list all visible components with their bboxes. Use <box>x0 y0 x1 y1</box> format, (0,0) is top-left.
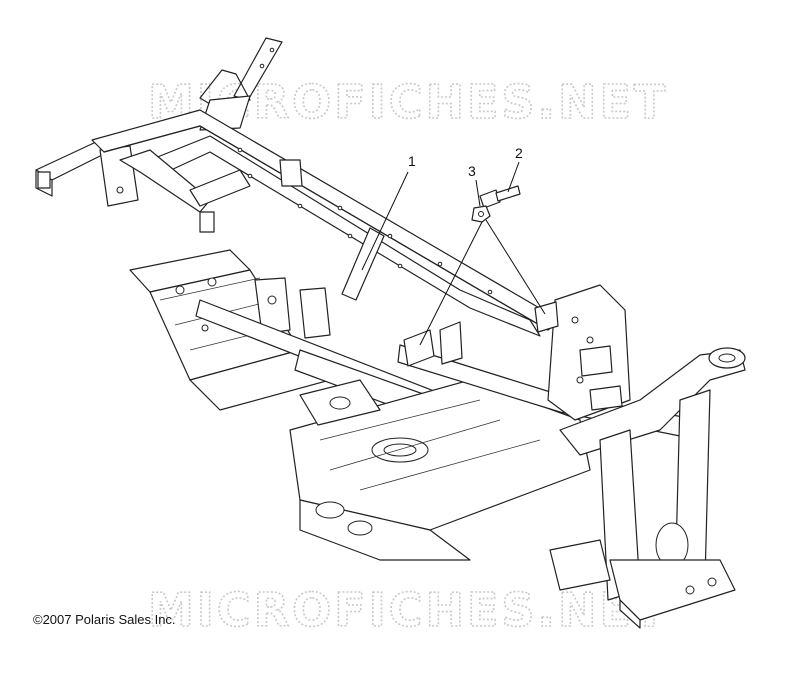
callout-1: 1 <box>408 153 416 169</box>
nut-icon <box>471 205 491 223</box>
watermark-bottom: MICROFICHES.NET <box>148 583 668 637</box>
bolt-icon <box>479 185 521 209</box>
callout-3: 3 <box>468 163 476 179</box>
bracket-a <box>189 169 251 207</box>
upper-main-rail <box>91 109 561 331</box>
left-side-plate-a <box>254 277 291 335</box>
rear-cross-member <box>119 149 211 213</box>
copyright-text: ©2007 Polaris Sales Inc. <box>33 612 176 627</box>
bracket-c <box>199 211 215 233</box>
callout-2: 2 <box>515 145 523 161</box>
lower-main-rail <box>149 135 541 337</box>
mount-tab-left <box>403 329 435 367</box>
front-shock-tower <box>547 284 631 421</box>
bracket-b <box>279 159 303 187</box>
rear-left-stub <box>35 141 139 207</box>
leader-3-b <box>485 219 546 315</box>
front-legs <box>549 389 736 629</box>
mount-tab-right <box>534 301 559 333</box>
left-side-plate-b <box>299 287 331 339</box>
frame-assembly <box>35 37 746 629</box>
rear-rack-arm <box>199 37 283 131</box>
leader-3-a <box>419 221 483 346</box>
leader-3 <box>475 179 481 207</box>
mount-tab-mid <box>439 321 463 365</box>
lower-left-frame <box>129 249 331 411</box>
front-arch-beam <box>559 347 746 456</box>
floor-pan <box>289 379 591 561</box>
leader-2 <box>507 161 520 193</box>
leader-1 <box>361 171 409 271</box>
